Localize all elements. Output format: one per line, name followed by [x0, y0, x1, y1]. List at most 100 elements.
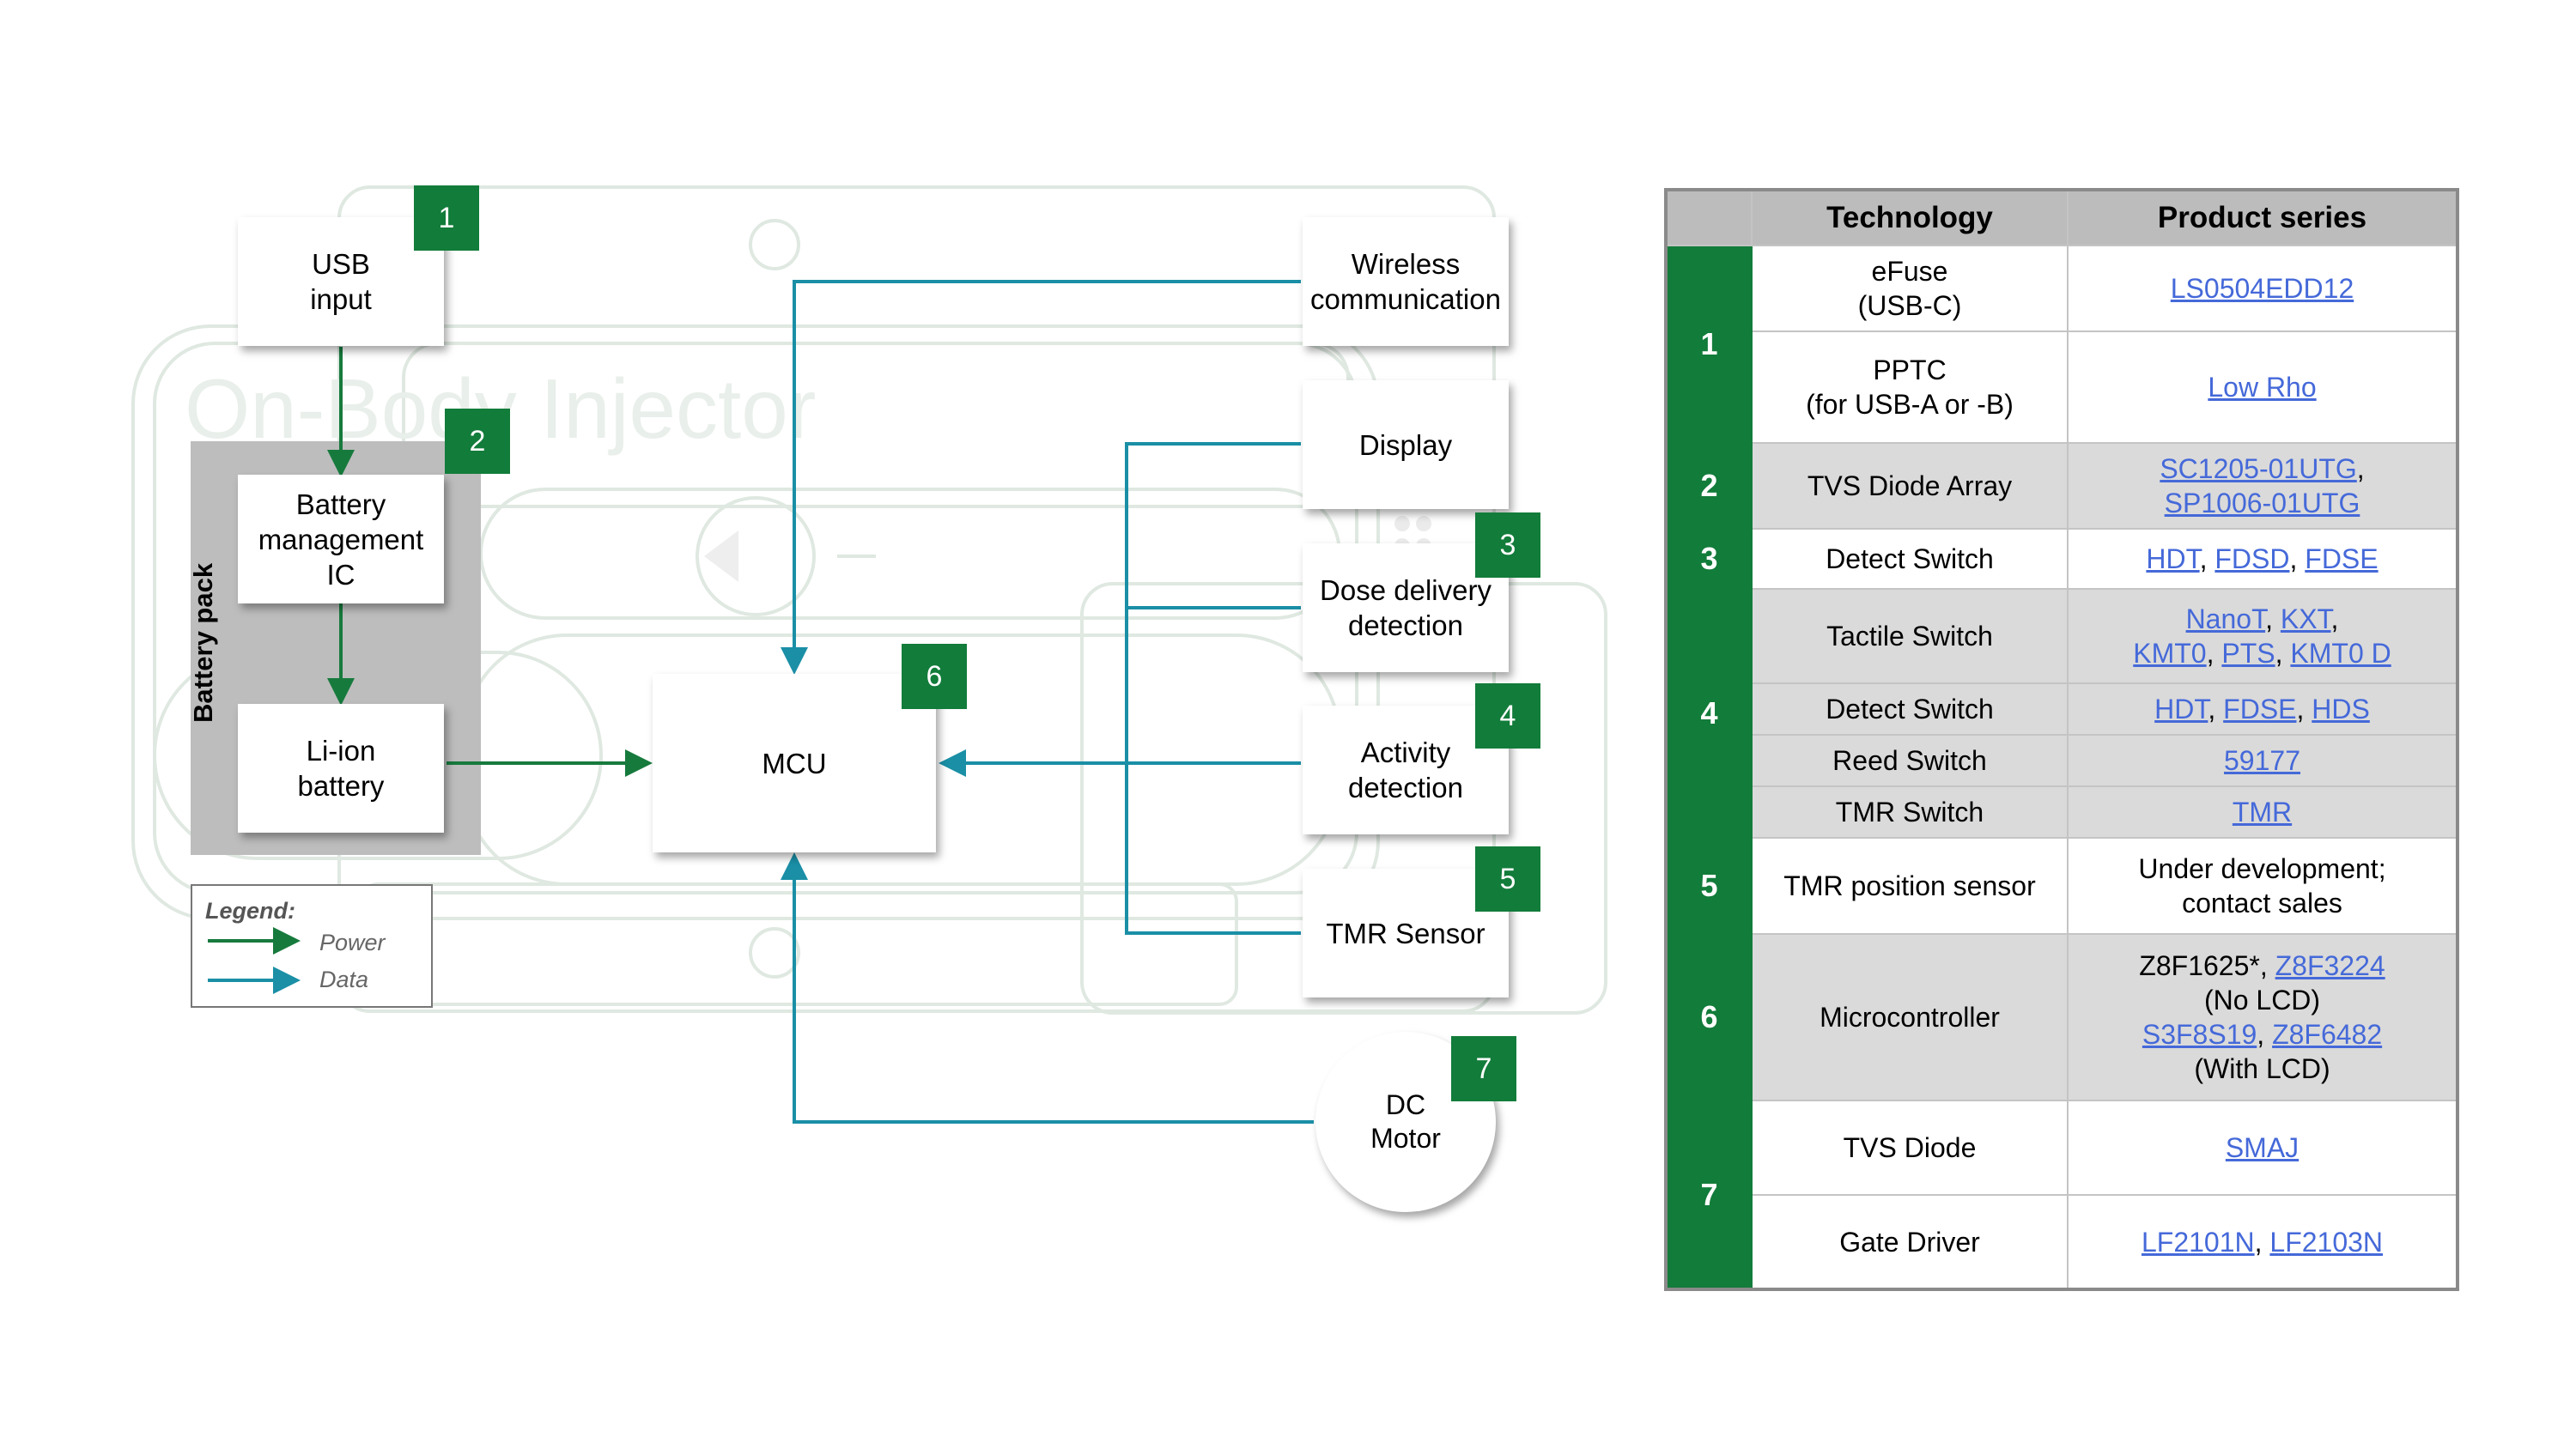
technology-cell: TVS Diode: [1751, 1100, 2069, 1196]
product-link[interactable]: LF2103N: [2269, 1226, 2384, 1258]
product-text: (With LCD): [2194, 1053, 2330, 1084]
product-text: ,: [2254, 1226, 2270, 1258]
product-link[interactable]: FDSE: [2305, 543, 2379, 574]
product-link[interactable]: PTS: [2221, 638, 2275, 669]
product-line: SP1006-01UTG: [2075, 486, 2449, 520]
table-header-product-series: Product series: [2067, 189, 2458, 246]
mcu-box: MCU: [653, 674, 936, 852]
table-header-corner: [1665, 189, 1753, 246]
product-link[interactable]: LF2101N: [2141, 1226, 2255, 1258]
legend-data-label: Data: [319, 967, 369, 992]
badge-4: 4: [1475, 683, 1540, 749]
data-line-wireless-to-mcu: [781, 280, 1301, 675]
legend: Legend: Power Data: [191, 884, 433, 1008]
li-ion-battery-box: Li-ion battery: [238, 704, 444, 833]
legend-arrows: [208, 927, 301, 994]
legend-title: Legend:: [205, 898, 295, 924]
product-line: (No LCD): [2075, 983, 2449, 1017]
product-text: ,: [2206, 638, 2222, 669]
product-series-cell: HDT, FDSE, HDS: [2067, 682, 2458, 736]
product-link[interactable]: NanoT: [2185, 603, 2266, 634]
product-series-cell: LS0504EDD12: [2067, 245, 2458, 332]
tmr-sensor-box: TMR Sensor: [1303, 869, 1509, 997]
product-link[interactable]: S3F8S19: [2142, 1019, 2257, 1050]
group-number-cell: 1: [1665, 245, 1753, 444]
product-link[interactable]: FDSE: [2223, 694, 2297, 724]
table-row: TMR Switch TMR: [1666, 785, 2458, 839]
product-line: S3F8S19, Z8F6482: [2075, 1017, 2449, 1052]
product-link[interactable]: Low Rho: [2208, 372, 2317, 403]
data-bus-right: [1125, 442, 1301, 935]
product-line: SC1205-01UTG,: [2075, 452, 2449, 486]
technology-cell: Reed Switch: [1751, 734, 2069, 787]
technology-cell: Microcontroller: [1751, 933, 2069, 1101]
product-link[interactable]: KMT0 D: [2290, 638, 2391, 669]
group-number-cell: 5: [1665, 837, 1753, 935]
product-series-cell: LF2101N, LF2103N: [2067, 1194, 2458, 1290]
data-line-motor-to-mcu: [781, 852, 1314, 1124]
technology-cell: Gate Driver: [1751, 1194, 2069, 1290]
product-link[interactable]: Z8F6482: [2272, 1019, 2383, 1050]
product-link[interactable]: Z8F3224: [2275, 950, 2385, 981]
product-text: contact sales: [2182, 888, 2342, 919]
product-line: contact sales: [2075, 886, 2449, 920]
technology-cell: TMR Switch: [1751, 785, 2069, 839]
product-link[interactable]: 59177: [2224, 745, 2300, 776]
product-link[interactable]: HDT: [2146, 543, 2200, 574]
product-text: ,: [2199, 543, 2215, 574]
group-number-cell: 4: [1665, 588, 1753, 839]
product-text: Z8F1625*,: [2139, 950, 2275, 981]
product-link[interactable]: SMAJ: [2225, 1132, 2300, 1163]
product-link[interactable]: KXT: [2280, 603, 2331, 634]
group-number-cell: 3: [1665, 528, 1753, 590]
product-series-cell: SMAJ: [2067, 1100, 2458, 1196]
product-series-cell: SC1205-01UTG,SP1006-01UTG: [2067, 442, 2458, 530]
battery-management-ic-box: Battery management IC: [238, 475, 444, 603]
product-link[interactable]: TMR: [2232, 797, 2293, 828]
product-text: ,: [2330, 603, 2339, 634]
product-line: LF2101N, LF2103N: [2075, 1225, 2449, 1259]
legend-power-label: Power: [319, 930, 386, 955]
table-header-row: Technology Product series: [1665, 189, 2458, 246]
product-series-cell: HDT, FDSD, FDSE: [2067, 528, 2458, 590]
activity-detection-box: Activity detection: [1303, 706, 1509, 834]
table-row: Reed Switch 59177: [1666, 734, 2458, 787]
technology-cell: Detect Switch: [1751, 682, 2069, 736]
product-text: ,: [2356, 453, 2365, 484]
technology-cell: eFuse (USB-C): [1751, 245, 2069, 332]
wireless-communication-box: Wireless communication: [1303, 217, 1509, 346]
product-link[interactable]: FDSD: [2215, 543, 2290, 574]
technology-cell: TVS Diode Array: [1751, 442, 2069, 530]
product-text: Under development;: [2138, 853, 2386, 884]
product-link[interactable]: LS0504EDD12: [2170, 273, 2354, 304]
product-line: SMAJ: [2075, 1131, 2449, 1165]
product-link[interactable]: HDS: [2312, 694, 2370, 724]
badge-1: 1: [414, 185, 479, 251]
usb-input-box: USB input: [238, 217, 444, 346]
product-line: HDT, FDSD, FDSE: [2075, 542, 2449, 576]
product-link[interactable]: SP1006-01UTG: [2164, 488, 2360, 518]
connectors: [327, 280, 1314, 1124]
badge-5: 5: [1475, 846, 1540, 912]
product-link[interactable]: HDT: [2154, 694, 2208, 724]
product-text: ,: [2275, 638, 2291, 669]
product-series-cell: TMR: [2067, 785, 2458, 839]
product-link[interactable]: SC1205-01UTG: [2160, 453, 2357, 484]
product-text: ,: [2289, 543, 2306, 574]
product-line: Low Rho: [2075, 370, 2449, 404]
product-link[interactable]: KMT0: [2133, 638, 2207, 669]
product-series-cell: Z8F1625*, Z8F3224(No LCD)S3F8S19, Z8F648…: [2067, 933, 2458, 1101]
product-text: ,: [2296, 694, 2312, 724]
product-text: ,: [2265, 603, 2281, 634]
product-line: (With LCD): [2075, 1052, 2449, 1086]
